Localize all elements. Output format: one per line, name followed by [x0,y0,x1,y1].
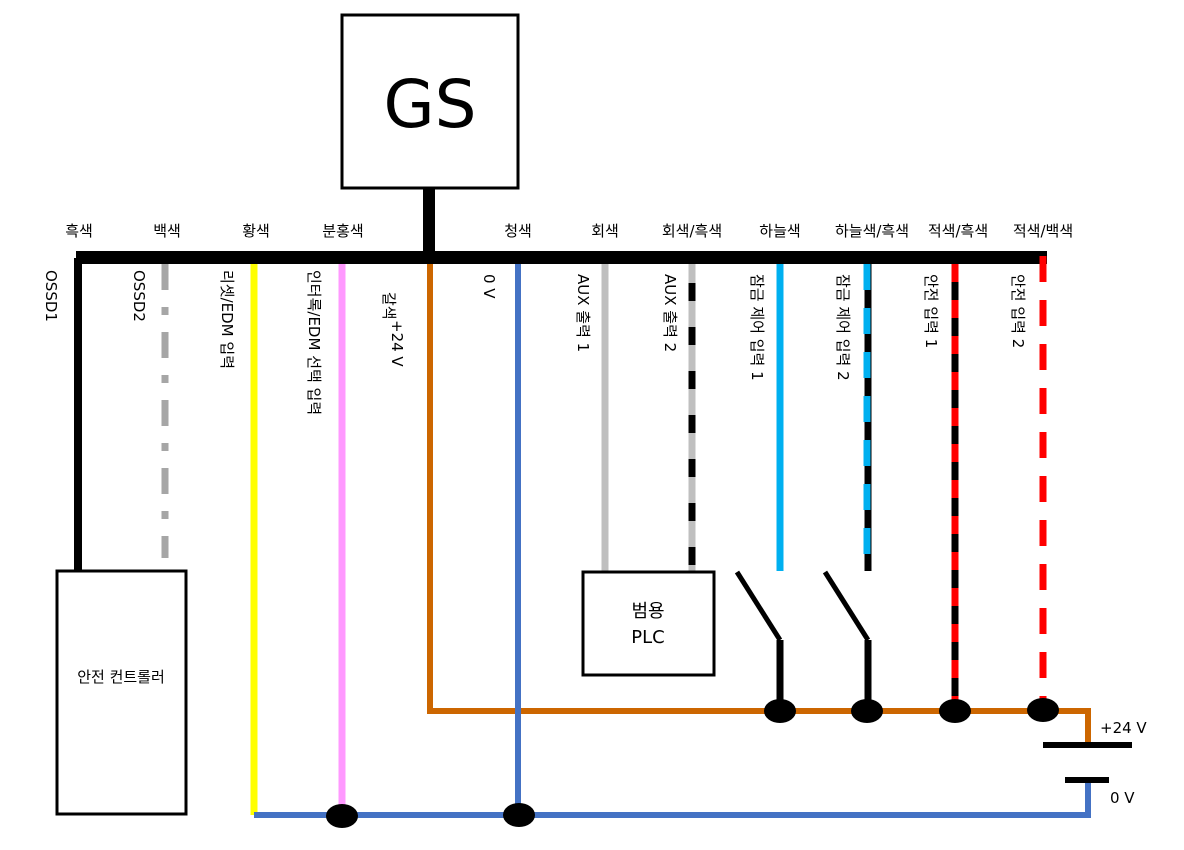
function-label-0v: 0 V [480,274,498,299]
power-zero-label: 0 V [1110,789,1135,807]
general-plc: 범용 PLC [581,570,716,677]
color-label-sky: 하늘색 [759,222,800,240]
function-label-safety1: 안전 입력 1 [922,274,940,348]
switch-2-lever [822,570,871,642]
color-label-white: 백색 [153,222,181,240]
plc-box [581,570,716,677]
function-label-ossd2: OSSD2 [130,270,148,322]
function-label-lock1: 잠금 제어 입력 1 [748,274,766,381]
gs-device: GS [340,13,520,190]
color-label-red-black: 적색/흑색 [928,222,988,240]
lock-switch-2 [822,570,872,708]
color-label-sky-black: 하늘색/흑색 [835,222,909,240]
color-label-brown: 갈색 [380,292,398,320]
gs-device-box [340,13,520,190]
color-label-blue: 청색 [504,222,532,240]
junction-dot [851,699,883,723]
color-label-gray-black: 회색/흑색 [662,222,722,240]
function-label-lock2: 잠금 제어 입력 2 [834,274,852,381]
power-supply: +24 V 0 V [1043,719,1147,807]
function-label-safety2: 안전 입력 2 [1009,274,1027,348]
function-label-plus24v: +24 V [388,320,406,367]
color-label-gray: 회색 [591,222,619,240]
plc-label-line1: 범용 [631,601,664,622]
color-label-black: 흑색 [65,222,93,240]
junction-dot [1027,698,1059,722]
safety-controller: 안전 컨트롤러 [55,569,188,816]
wire-function-labels: OSSD1 OSSD2 리셋/EDM 입력 인터록/EDM 선택 입력 갈색 +… [42,270,1027,415]
color-label-red-white: 적색/백색 [1013,222,1073,240]
cable-bus [76,251,1047,264]
color-label-yellow: 황색 [242,222,270,240]
wire-color-labels: 흑색 백색 황색 분홍색 청색 회색 회색/흑색 하늘색 하늘색/흑색 적색/흑… [65,222,1073,240]
wire-0v-return [254,781,1091,818]
function-label-aux1: AUX 출력 1 [574,274,592,352]
cable-stem [423,188,435,254]
safety-controller-label: 안전 컨트롤러 [77,668,165,686]
power-plus-label: +24 V [1100,719,1147,737]
power-plus-plate [1043,742,1132,748]
gs-device-label: GS [383,66,476,143]
function-label-reset-edm: 리셋/EDM 입력 [218,270,236,369]
junction-dot [326,804,358,828]
junction-dot [503,803,535,827]
wire-plus24v [427,264,1091,745]
power-zero-plate [1065,777,1109,783]
switch-1-lever [734,570,783,642]
plc-label-line2: PLC [631,627,664,648]
junction-dot [939,699,971,723]
color-label-pink: 분홍색 [322,222,363,240]
junction-dots [326,698,1059,828]
safety-controller-box [55,569,188,816]
function-label-aux2: AUX 출력 2 [661,274,679,352]
function-label-ossd1: OSSD1 [42,270,60,322]
lock-switch-1 [734,570,784,708]
function-label-interlock-edm: 인터록/EDM 선택 입력 [305,270,323,415]
junction-dot [764,699,796,723]
